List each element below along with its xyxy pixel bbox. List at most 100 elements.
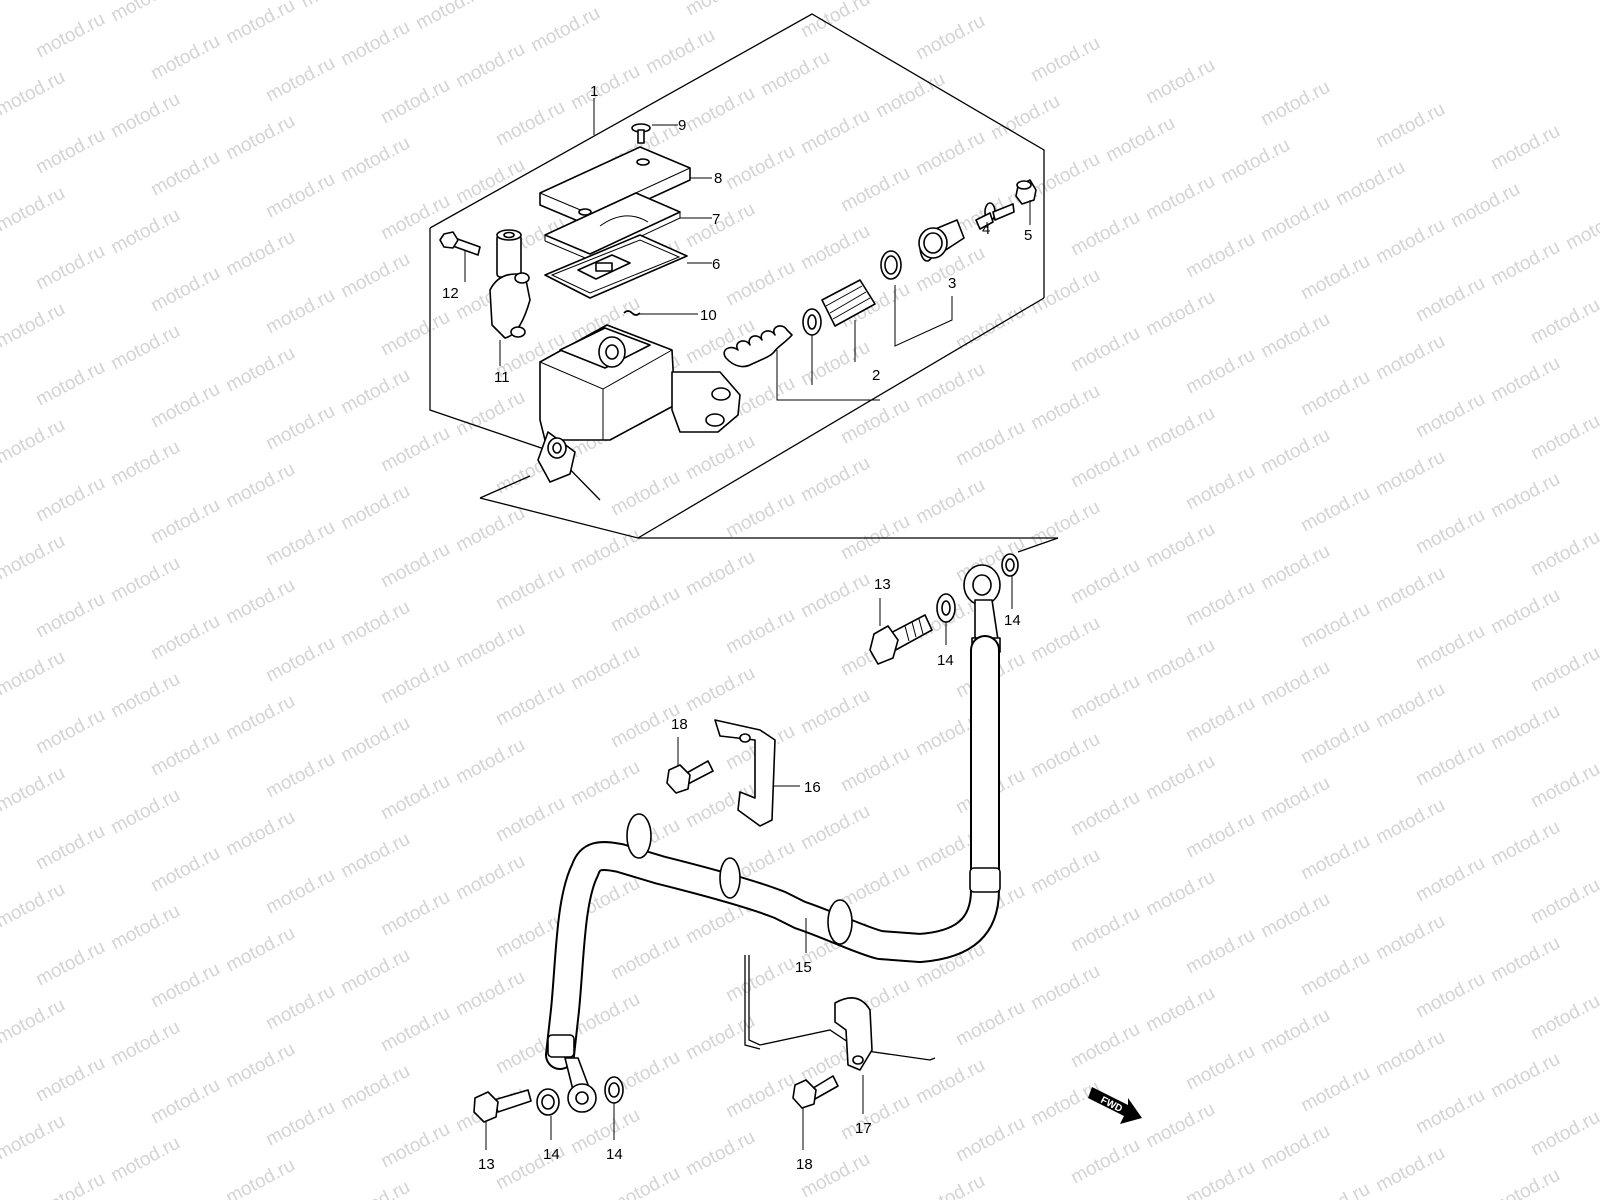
watermark-text: motod.ru <box>1372 1143 1448 1197</box>
watermark-text: motod.ru <box>1142 635 1218 689</box>
watermark-text: motod.ru <box>1182 1157 1258 1200</box>
master-cylinder-body <box>537 324 741 483</box>
watermark-text: motod.ru <box>1487 585 1563 639</box>
watermark-text: motod.ru <box>337 17 413 71</box>
watermark-text: motod.ru <box>32 589 108 643</box>
watermark-text: motod.ru <box>567 641 643 695</box>
watermark-text: motod.ru <box>952 417 1028 471</box>
watermark-text: motod.ru <box>222 575 298 629</box>
watermark-text: motod.ru <box>262 1097 338 1151</box>
watermark-text: motod.ru <box>722 605 798 659</box>
watermark-text: motod.ru <box>147 727 223 781</box>
nut-part <box>1015 179 1037 205</box>
watermark-text: motod.ru <box>1217 135 1293 189</box>
watermark-text: motod.ru <box>1527 527 1600 581</box>
watermark-text: motod.ru <box>722 1069 798 1123</box>
watermark-text: motod.ru <box>412 0 488 34</box>
watermark-text: motod.ru <box>1372 911 1448 965</box>
watermark-text: motod.ru <box>0 0 69 4</box>
watermark-text: motod.ru <box>377 887 453 941</box>
watermark-text: motod.ru <box>452 851 528 905</box>
watermark-text: motod.ru <box>1067 207 1143 261</box>
watermark-text: motod.ru <box>0 1111 69 1165</box>
callout-18-lower: 18 <box>796 1156 813 1173</box>
callout-1: 1 <box>590 83 598 100</box>
watermark-text: motod.ru <box>1562 201 1600 255</box>
watermark-text: motod.ru <box>1332 157 1408 211</box>
watermark-text: motod.ru <box>1182 345 1258 399</box>
watermark-text: motod.ru <box>1027 613 1103 667</box>
callout-9: 9 <box>678 117 686 134</box>
watermark-text: motod.ru <box>952 1113 1028 1167</box>
watermark-text: motod.ru <box>1142 171 1218 225</box>
watermark-text: motod.ru <box>147 959 223 1013</box>
watermark-text: motod.ru <box>377 1003 453 1057</box>
watermark-text: motod.ru <box>1412 853 1488 907</box>
watermark-text: motod.ru <box>1027 33 1103 87</box>
watermark-text: motod.ru <box>1142 519 1218 573</box>
watermark-text: motod.ru <box>722 257 798 311</box>
callout-17: 17 <box>855 1120 872 1137</box>
watermark-text: motod.ru <box>1142 287 1218 341</box>
watermark-text: motod.ru <box>1067 439 1143 493</box>
watermark-text: motod.ru <box>452 155 528 209</box>
watermark-text: motod.ru <box>1257 425 1333 479</box>
watermark-text: motod.ru <box>1182 925 1258 979</box>
watermark-text: motod.ru <box>607 583 683 637</box>
watermark-text: motod.ru <box>1447 179 1523 233</box>
watermark-text: motod.ru <box>1067 555 1143 609</box>
watermark-text: motod.ru <box>1182 461 1258 515</box>
watermark-text: motod.ru <box>107 669 183 723</box>
watermark-text: motod.ru <box>1412 273 1488 327</box>
watermark-text: motod.ru <box>262 169 338 223</box>
watermark-text: motod.ru <box>147 611 223 665</box>
watermark-text: motod.ru <box>797 569 873 623</box>
watermark-text: motod.ru <box>262 981 338 1035</box>
callout-14-lower-right: 14 <box>606 1146 623 1163</box>
watermark-text: motod.ru <box>1297 947 1373 1001</box>
watermark-text: motod.ru <box>32 357 108 411</box>
watermark-text: motod.ru <box>452 619 528 673</box>
watermark-text: motod.ru <box>1027 265 1103 319</box>
watermark-text: motod.ru <box>567 525 643 579</box>
watermark-text: motod.ru <box>1257 309 1333 363</box>
watermark-text: motod.ru <box>912 127 988 181</box>
watermark-text: motod.ru <box>32 473 108 527</box>
watermark-text: motod.ru <box>1102 113 1178 167</box>
watermark-text: motod.ru <box>337 249 413 303</box>
watermark-text: motod.ru <box>1257 1121 1333 1175</box>
watermark-text: motod.ru <box>377 75 453 129</box>
watermark-text: motod.ru <box>0 879 69 933</box>
watermark-text: motod.ru <box>912 11 988 65</box>
bolt-12-part <box>439 231 481 256</box>
watermark-text: motod.ru <box>1182 229 1258 283</box>
watermark-text: motod.ru <box>337 945 413 999</box>
watermark-text: motod.ru <box>1487 817 1563 871</box>
watermark-text: motod.ru <box>567 61 643 115</box>
watermark-text: motod.ru <box>1142 55 1218 109</box>
watermark-text: motod.ru <box>107 1017 183 1071</box>
watermark-text: motod.ru <box>1527 643 1600 697</box>
callout-13-lower: 13 <box>478 1156 495 1173</box>
watermark-text: motod.ru <box>952 997 1028 1051</box>
watermark-text: motod.ru <box>912 1055 988 1109</box>
watermark-text: motod.ru <box>222 0 298 48</box>
watermark-text: motod.ru <box>377 539 453 593</box>
watermark-text: motod.ru <box>1372 679 1448 733</box>
watermark-text: motod.ru <box>682 199 758 253</box>
washer-upper-left-part <box>936 593 956 623</box>
bolt-18-lower-part <box>792 1075 839 1109</box>
watermark-text: motod.ru <box>1487 1049 1563 1103</box>
watermark-text: motod.ru <box>872 69 948 123</box>
watermark-text: motod.ru <box>1257 77 1333 131</box>
watermark-text: motod.ru <box>1372 447 1448 501</box>
watermark-text: motod.ru <box>222 343 298 397</box>
diaphragm-part <box>544 234 688 299</box>
bolt-18-upper-part <box>666 760 714 794</box>
watermark-text: motod.ru <box>1487 469 1563 523</box>
watermark-text: motod.ru <box>147 31 223 85</box>
watermark-text: motod.ru <box>1527 991 1600 1045</box>
watermark-text: motod.ru <box>527 3 603 57</box>
leader-lines <box>464 98 1031 1150</box>
